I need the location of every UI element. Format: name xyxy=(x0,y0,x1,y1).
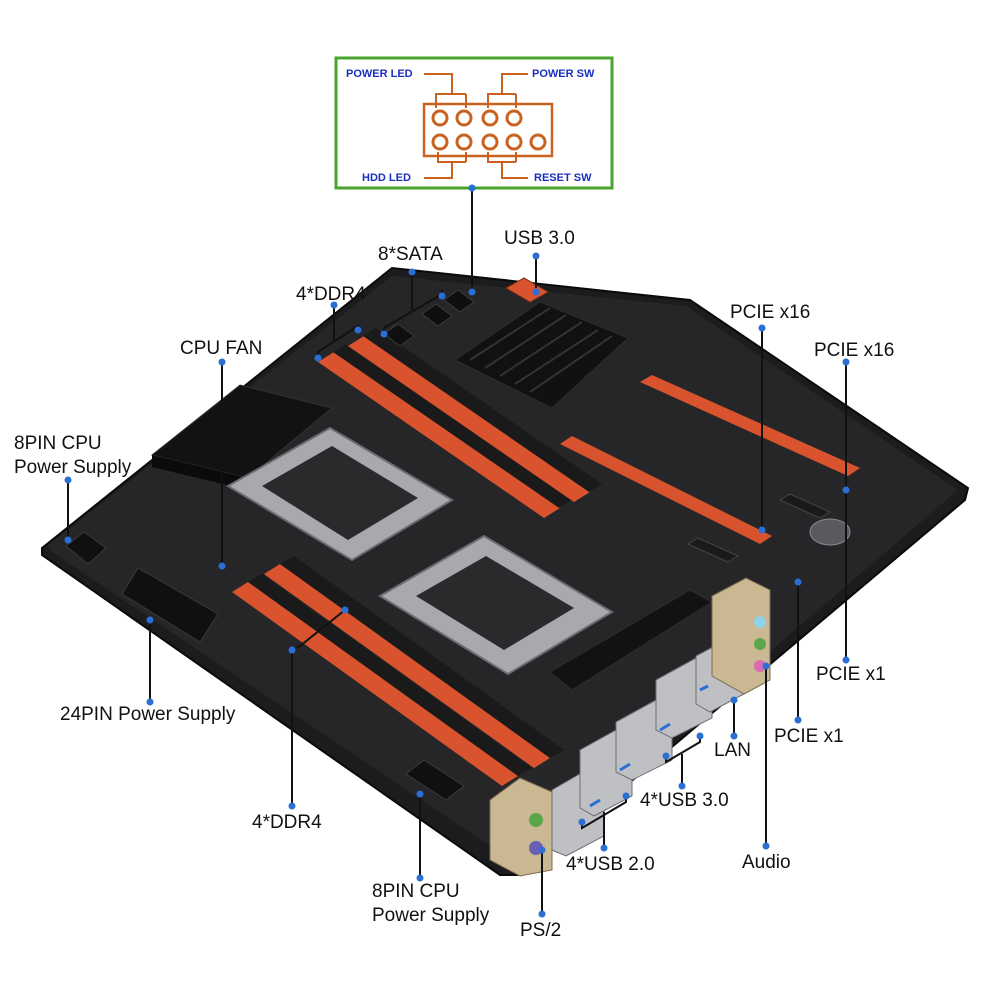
cpu8-left-label-line1: 8PIN CPU xyxy=(14,433,102,454)
hdd-led-label: HDD LED xyxy=(362,172,411,184)
usb3-rear-label: 4*USB 3.0 xyxy=(640,790,729,811)
sata-label: 8*SATA xyxy=(378,244,443,265)
power-led-label: POWER LED xyxy=(346,68,413,80)
pcie-x1-label-b: PCIE x1 xyxy=(774,726,844,747)
audio-label: Audio xyxy=(742,852,791,873)
front-panel-pins xyxy=(431,109,547,151)
ddr4-top-label: 4*DDR4 xyxy=(296,284,366,305)
usb3-front-header xyxy=(504,277,550,303)
cpu-fan-label: CPU FAN xyxy=(180,338,263,359)
cpu8-bottom-label-line1: 8PIN CPU xyxy=(372,881,460,902)
pcie-x16-label-b: PCIE x16 xyxy=(814,340,895,361)
cpu-socket-2 xyxy=(378,534,614,676)
power-sw-label: POWER SW xyxy=(532,68,595,80)
dimm-slots-bottom xyxy=(232,556,564,786)
dimm-slots-top xyxy=(318,328,602,518)
leader-dots xyxy=(64,184,850,918)
cpu-8pin-bottom-connector xyxy=(405,759,465,801)
chipset-heatsink xyxy=(454,301,629,409)
cpu8-bottom-label-line2: Power Supply xyxy=(372,905,490,926)
cpu8-left-label-line2: Power Supply xyxy=(14,457,132,478)
lan-label: LAN xyxy=(714,740,751,761)
pcie-x16-label-a: PCIE x16 xyxy=(730,302,811,323)
sata-ports xyxy=(383,289,475,347)
pcie-x1-label-a: PCIE x1 xyxy=(816,664,886,685)
front-panel-brackets xyxy=(424,73,528,179)
usb2-label: 4*USB 2.0 xyxy=(566,854,655,875)
rear-io xyxy=(489,577,771,877)
cpu-socket-1 xyxy=(226,426,454,562)
cpu-8pin-left-connector xyxy=(65,531,107,565)
pcie-x1-slots xyxy=(686,493,832,563)
ps2-label: PS/2 xyxy=(520,920,562,941)
cmos-battery xyxy=(809,518,851,546)
atx24-label: 24PIN Power Supply xyxy=(60,704,236,725)
usb3-front-label: USB 3.0 xyxy=(504,228,575,249)
front-panel-inset-frame xyxy=(334,56,614,190)
atx-24pin-connector xyxy=(121,567,219,643)
reset-sw-label: RESET SW xyxy=(534,172,592,184)
chipset-heatsink-fins xyxy=(469,307,613,393)
vrm-heatsink-left-side xyxy=(152,455,248,490)
ddr4-bottom-label: 4*DDR4 xyxy=(252,812,322,833)
pcie-x16-slots xyxy=(560,375,860,544)
